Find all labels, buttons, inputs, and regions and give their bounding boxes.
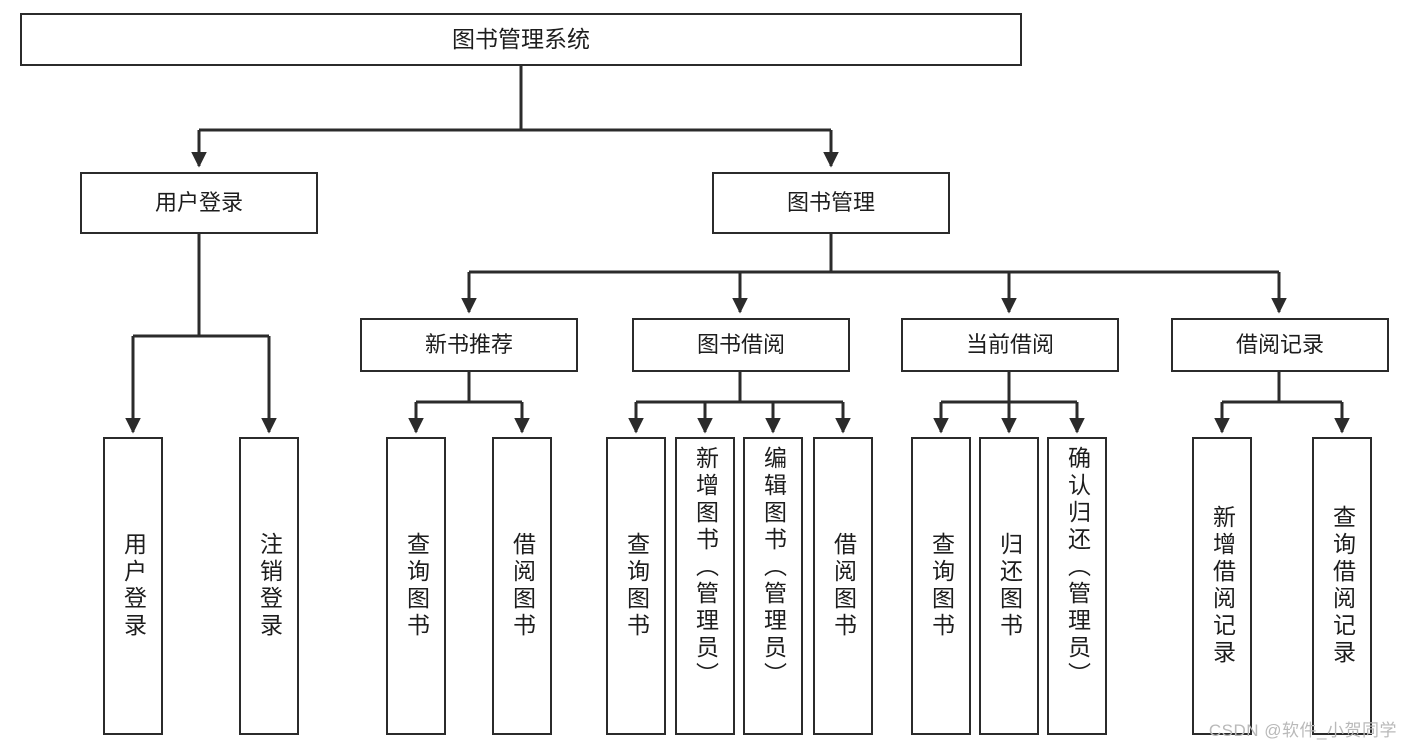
leaf-label: 注销登录 [256,532,283,640]
leaf-label: 借阅图书 [830,532,857,640]
leaf-query-book-2[interactable]: 查询图书 [606,437,666,735]
leaf-label: 新增图书（管理员） [692,446,719,689]
node-label: 图书管理系统 [452,25,590,52]
leaf-label: 查询图书 [623,532,650,640]
leaf-logout[interactable]: 注销登录 [239,437,299,735]
node-current-borrow[interactable]: 当前借阅 [901,318,1119,372]
leaf-label: 归还图书 [996,532,1023,640]
leaf-return-book[interactable]: 归还图书 [979,437,1039,735]
leaf-label: 查询图书 [928,532,955,640]
leaf-borrow-book-2[interactable]: 借阅图书 [813,437,873,735]
leaf-query-book-1[interactable]: 查询图书 [386,437,446,735]
node-label: 借阅记录 [1235,331,1324,357]
node-label: 当前借阅 [965,331,1054,357]
leaf-label: 确认归还（管理员） [1064,446,1091,689]
leaf-add-book-admin[interactable]: 新增图书（管理员） [675,437,735,735]
node-label: 图书借阅 [696,331,785,357]
leaf-query-book-3[interactable]: 查询图书 [911,437,971,735]
node-book-management[interactable]: 图书管理 [712,172,950,234]
node-label: 新书推荐 [424,331,513,357]
node-book-management-system[interactable]: 图书管理系统 [20,13,1022,66]
leaf-confirm-return-admin[interactable]: 确认归还（管理员） [1047,437,1107,735]
node-new-book-recommend[interactable]: 新书推荐 [360,318,578,372]
leaf-add-borrow-record[interactable]: 新增借阅记录 [1192,437,1252,735]
leaf-borrow-book-1[interactable]: 借阅图书 [492,437,552,735]
node-borrow-record[interactable]: 借阅记录 [1171,318,1389,372]
node-label: 用户登录 [154,189,243,215]
node-user-login[interactable]: 用户登录 [80,172,318,234]
leaf-label: 查询借阅记录 [1329,505,1356,667]
leaf-label: 借阅图书 [509,532,536,640]
leaf-edit-book-admin[interactable]: 编辑图书（管理员） [743,437,803,735]
leaf-user-login[interactable]: 用户登录 [103,437,163,735]
leaf-label: 编辑图书（管理员） [760,446,787,689]
node-label: 图书管理 [786,189,875,215]
leaf-label: 用户登录 [120,532,147,640]
leaf-label: 查询图书 [403,532,430,640]
leaf-label: 新增借阅记录 [1209,505,1236,667]
leaf-query-borrow-record[interactable]: 查询借阅记录 [1312,437,1372,735]
watermark: CSDN @软件_小贺同学 [1208,721,1397,740]
node-book-borrow[interactable]: 图书借阅 [632,318,850,372]
